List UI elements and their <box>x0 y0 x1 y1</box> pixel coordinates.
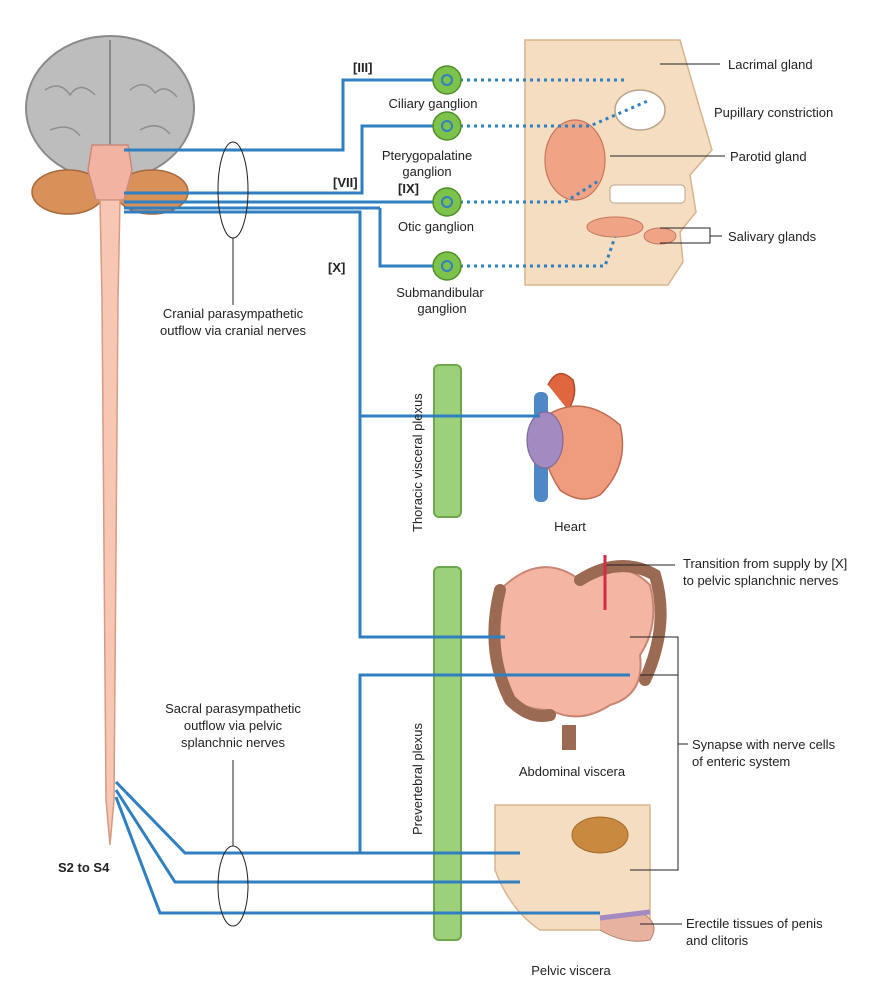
label-salivary-glands: Salivary glands <box>728 229 817 244</box>
label-otic-ganglion: Otic ganglion <box>398 219 474 234</box>
label-submandibular-ganglion-2: ganglion <box>417 301 466 316</box>
label-lacrimal-gland: Lacrimal gland <box>728 57 813 72</box>
ganglion-otic <box>432 187 462 217</box>
heart-illustration <box>526 372 624 502</box>
label-ciliary-ganglion: Ciliary ganglion <box>389 96 478 111</box>
label-synapse-1: Synapse with nerve cells <box>692 737 836 752</box>
prevertebral-plexus-bar <box>433 566 462 941</box>
ganglion-ciliary <box>432 65 462 95</box>
label-pterygopalatine-ganglion-2: ganglion <box>402 164 451 179</box>
label-transition-2: to pelvic splanchnic nerves <box>683 573 839 588</box>
label-pterygopalatine-ganglion-1: Pterygopalatine <box>382 148 472 163</box>
label-sacral-outflow-1: Sacral parasympathetic <box>165 701 301 716</box>
label-erectile-2: and clitoris <box>686 933 749 948</box>
label-submandibular-ganglion-1: Submandibular <box>396 285 484 300</box>
brain-illustration <box>25 35 195 215</box>
postganglionic-fibers <box>460 78 651 268</box>
label-thoracic-plexus: Thoracic visceral plexus <box>410 393 425 532</box>
label-cn9: [IX] <box>398 181 419 196</box>
label-cn10: [X] <box>328 260 345 275</box>
abdominal-illustration <box>488 560 667 750</box>
ganglion-submandibular <box>432 251 462 281</box>
spinal-cord <box>99 199 121 846</box>
cranial-nerve-fibers <box>124 78 540 639</box>
leader-lines <box>217 63 725 927</box>
label-heart: Heart <box>554 519 586 534</box>
label-abdominal-viscera: Abdominal viscera <box>519 764 626 779</box>
label-cn7: [VII] <box>333 175 358 190</box>
thoracic-plexus-bar <box>433 364 462 518</box>
sacral-nerve-fibers <box>114 673 630 915</box>
label-pelvic-viscera: Pelvic viscera <box>531 963 611 978</box>
ganglion-pterygopalatine <box>432 111 462 141</box>
label-s2-s4: S2 to S4 <box>58 860 110 875</box>
label-cranial-outflow-2: outflow via cranial nerves <box>160 323 306 338</box>
label-parotid-gland: Parotid gland <box>730 149 807 164</box>
head-illustration <box>524 39 713 286</box>
label-pupillary-constriction: Pupillary constriction <box>714 105 833 120</box>
label-cn3: [III] <box>353 60 373 75</box>
pelvic-illustration <box>494 804 655 942</box>
label-prevertebral-plexus: Prevertebral plexus <box>410 723 425 835</box>
label-cranial-outflow-1: Cranial parasympathetic <box>163 306 304 321</box>
label-sacral-outflow-3: splanchnic nerves <box>181 735 286 750</box>
label-synapse-2: of enteric system <box>692 754 790 769</box>
label-erectile-1: Erectile tissues of penis <box>686 916 823 931</box>
label-transition-1: Transition from supply by [X] <box>683 556 847 571</box>
label-sacral-outflow-2: outflow via pelvic <box>184 718 283 733</box>
labels: [III] [VII] [IX] [X] Ciliary ganglion Pt… <box>58 57 847 978</box>
